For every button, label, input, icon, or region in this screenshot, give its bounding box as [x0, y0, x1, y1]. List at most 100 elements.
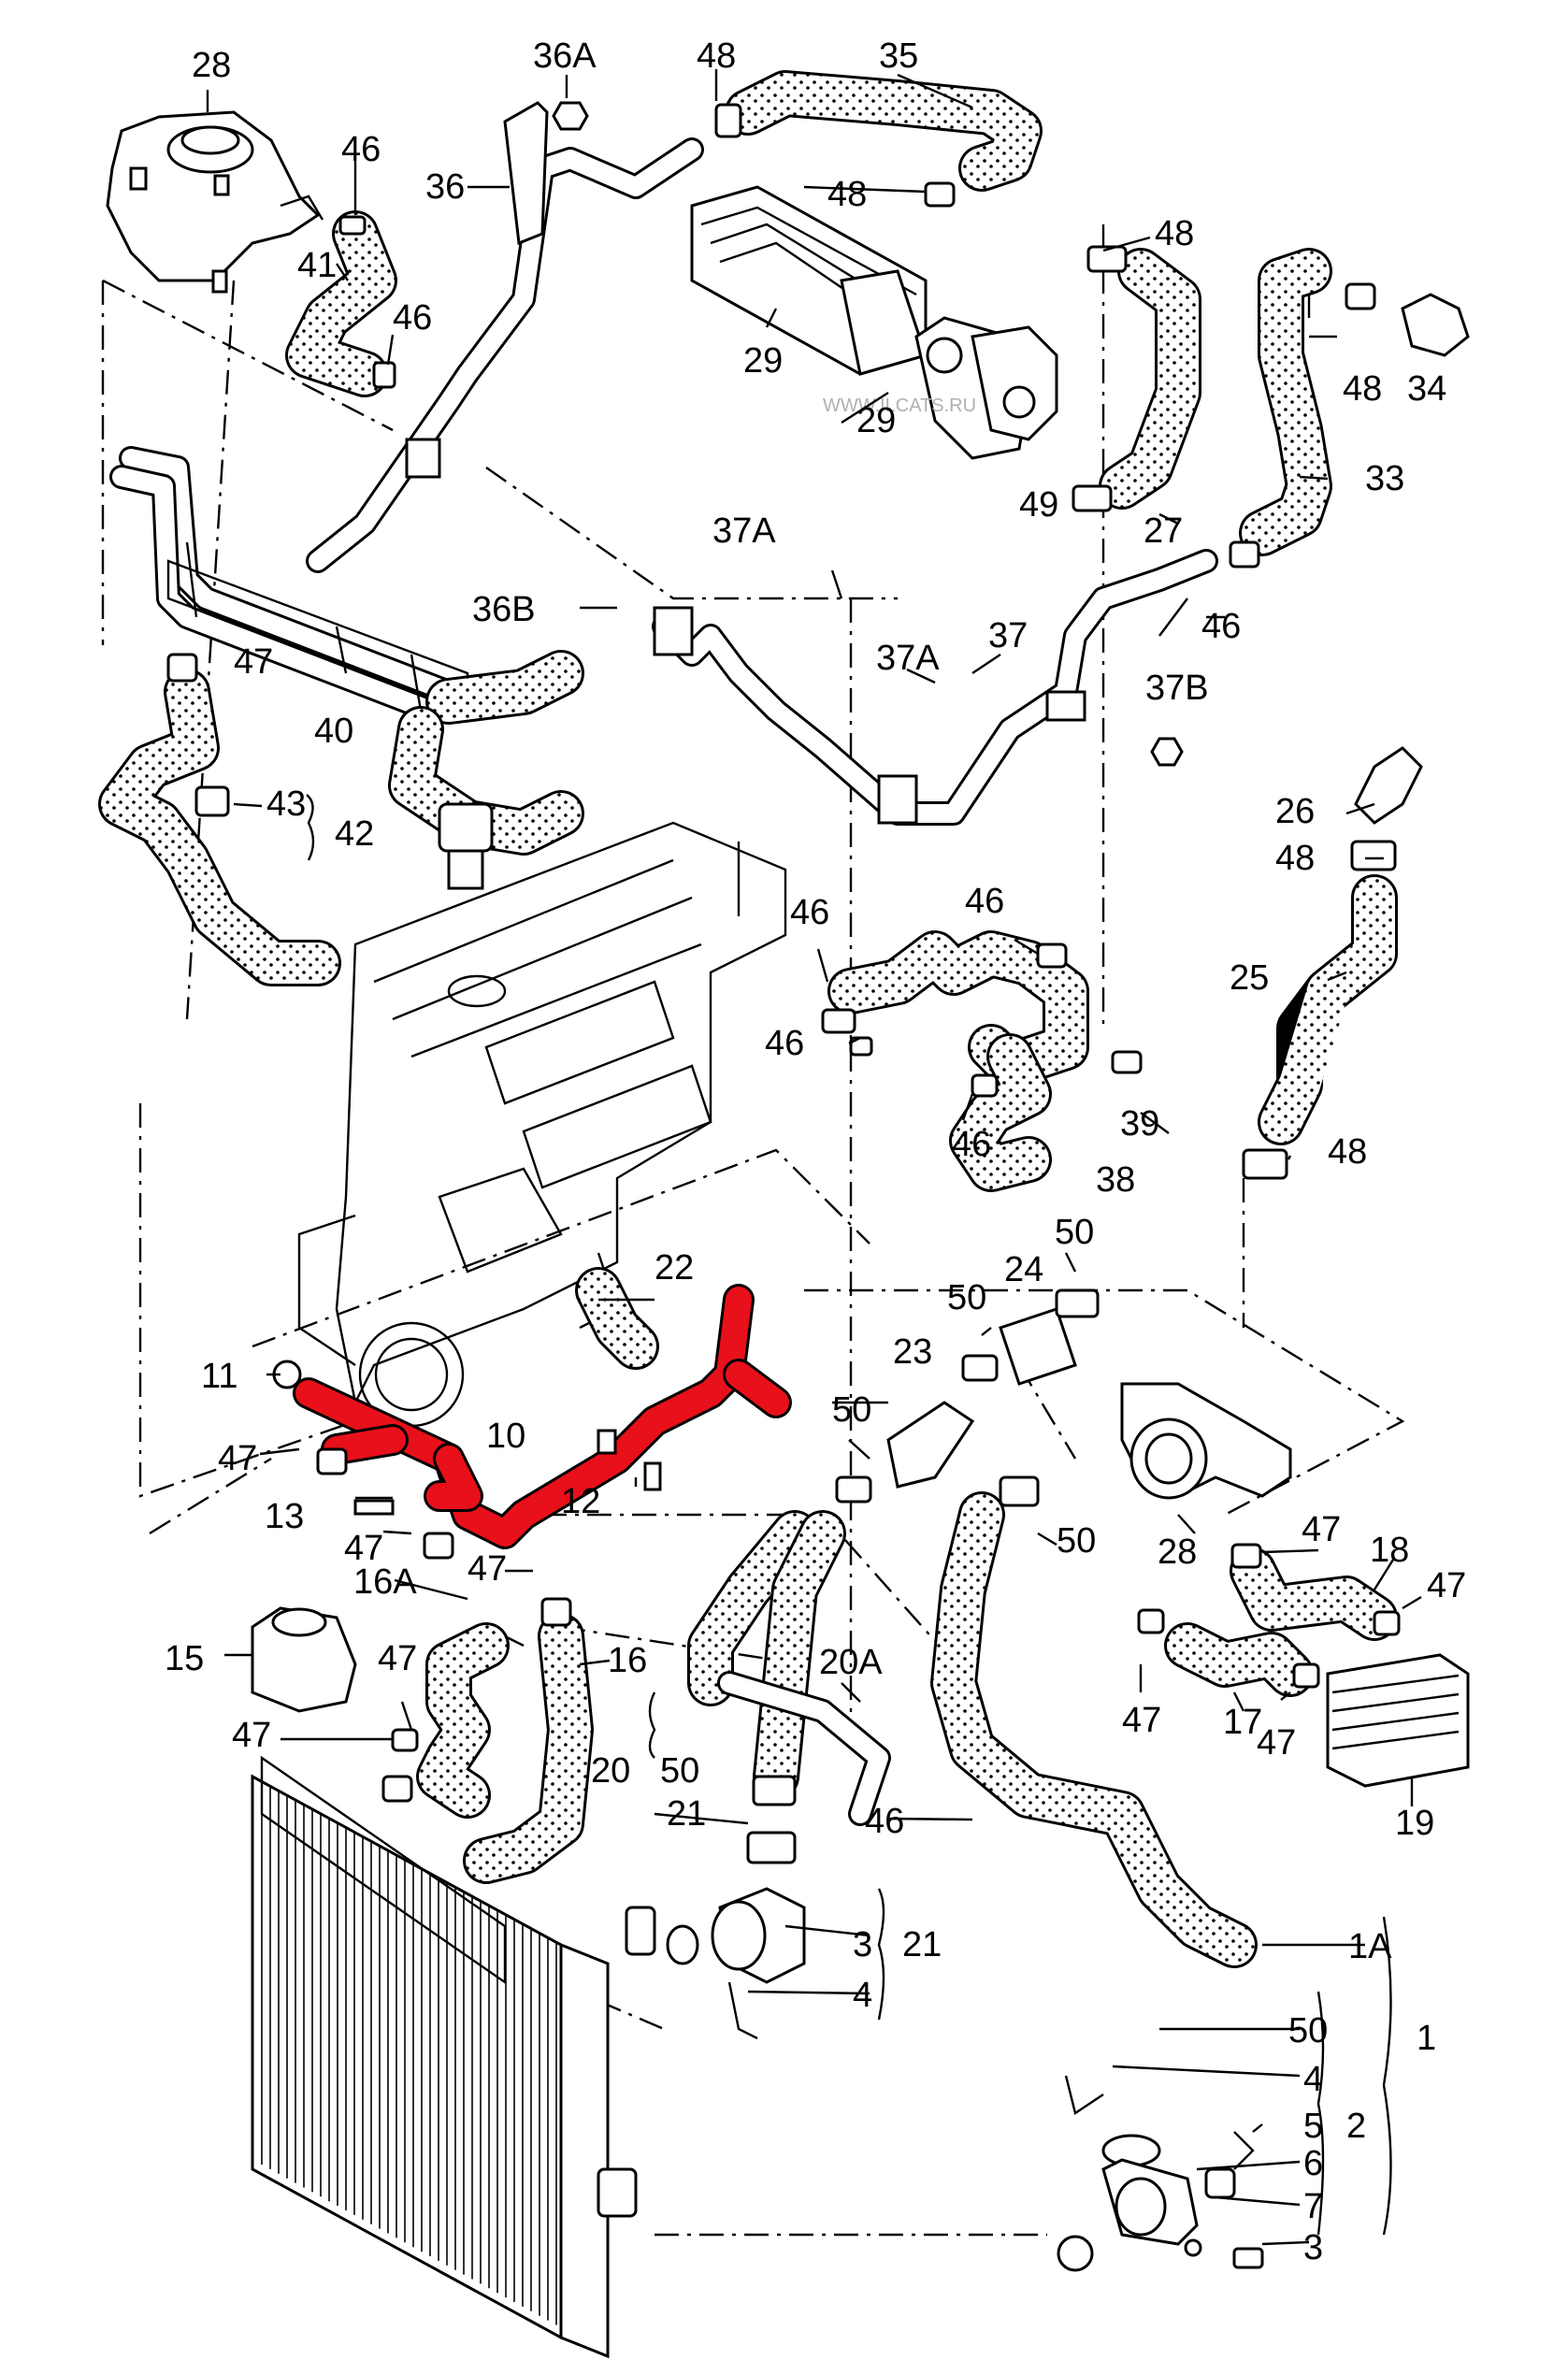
callout-48-c: 48	[1155, 214, 1194, 253]
callout-29-b: 29	[856, 401, 896, 440]
callout-24: 24	[1004, 1250, 1043, 1289]
callout-48-f: 48	[1328, 1132, 1367, 1172]
callout-41: 41	[297, 246, 337, 285]
callout-50-f: 50	[1288, 2011, 1328, 2051]
callout-20: 20	[591, 1751, 630, 1791]
hose-set-38	[821, 930, 1143, 1192]
engine-block	[297, 821, 787, 1428]
callout-42: 42	[335, 814, 374, 854]
callout-21-a: 21	[667, 1794, 706, 1834]
callout-46-a: 46	[341, 130, 381, 169]
thermostat-housing-28	[1120, 1382, 1292, 1500]
callout-22: 22	[655, 1248, 694, 1288]
clamp-48-lower	[1242, 1148, 1288, 1180]
callout-50-e: 50	[660, 1751, 699, 1791]
callout-19: 19	[1395, 1804, 1434, 1843]
callout-20A: 20A	[819, 1643, 883, 1682]
callout-48-d: 48	[1343, 369, 1382, 409]
callout-5: 5	[1303, 2107, 1323, 2146]
hose-16A	[316, 1447, 510, 1819]
callout-50-d: 50	[1057, 1521, 1096, 1561]
callout-37: 37	[988, 616, 1028, 655]
callout-36A-top: 36A	[533, 36, 597, 76]
egr-cooler-29: WWW.ILCATS.RU	[690, 185, 1058, 460]
hose-20	[687, 1510, 891, 1864]
callout-labels: 28 36A 48 35 46 36 48 41 46 48 29 29 48 …	[165, 36, 1466, 2267]
callout-11: 11	[201, 1357, 237, 1396]
nut-37B	[1150, 737, 1184, 767]
callout-6: 6	[1303, 2144, 1323, 2183]
callout-16A: 16A	[353, 1562, 417, 1602]
callout-43: 43	[266, 784, 306, 824]
valve-42	[438, 802, 494, 853]
callout-46-h: 46	[865, 1802, 904, 1841]
callout-47-a: 47	[234, 642, 273, 682]
hose-25	[1242, 746, 1423, 1180]
pipe-37	[652, 549, 1218, 826]
callout-47-c: 47	[344, 1529, 383, 1568]
callout-48-b: 48	[827, 175, 867, 214]
callout-27: 27	[1144, 511, 1183, 551]
pipe-36	[306, 101, 704, 573]
clamp-48-upper	[1350, 840, 1397, 871]
o-ring-3-upper	[666, 1924, 699, 1965]
bolt-13	[353, 1499, 395, 1516]
callout-47-d: 47	[1302, 1510, 1341, 1549]
hose-16	[463, 1597, 594, 1884]
hose-33	[1229, 248, 1470, 568]
cooler-40	[109, 446, 584, 890]
clamp-46-upper	[338, 215, 367, 236]
hose-24	[999, 1307, 1077, 1386]
callout-46-e: 46	[965, 882, 1004, 921]
callout-1: 1	[1417, 2019, 1436, 2058]
callout-36B: 36B	[472, 590, 536, 629]
callout-48-top: 48	[697, 36, 736, 76]
callout-47-f: 47	[468, 1549, 507, 1589]
callout-37A-b: 37A	[876, 639, 940, 678]
callout-13: 13	[265, 1497, 304, 1536]
callout-35: 35	[879, 36, 918, 76]
nut-36A	[552, 101, 589, 131]
callout-23: 23	[893, 1332, 932, 1372]
clamp-39	[1111, 1050, 1143, 1074]
callout-4-a: 4	[853, 1976, 872, 2015]
callout-37A-a: 37A	[712, 511, 776, 551]
hose-41	[285, 210, 397, 397]
callout-28-lower: 28	[1158, 1533, 1197, 1572]
callout-21-b: 21	[902, 1925, 942, 1964]
callout-46-d: 46	[790, 893, 829, 932]
hose-1A	[930, 1475, 1258, 1968]
callout-29-a: 29	[743, 341, 783, 381]
callout-36: 36	[425, 167, 465, 207]
callout-50-b: 50	[947, 1278, 986, 1317]
clip-4-upper	[727, 1981, 758, 2040]
callout-38: 38	[1096, 1160, 1135, 1200]
callout-48-e: 48	[1275, 839, 1315, 878]
callout-3-a: 3	[853, 1925, 872, 1964]
connector-26	[1354, 746, 1423, 825]
callout-47-i: 47	[1257, 1723, 1296, 1763]
callout-3-b: 3	[1303, 2228, 1323, 2267]
hose-17	[1137, 1608, 1320, 1697]
hose-42	[98, 653, 341, 986]
callout-47-e: 47	[1427, 1566, 1466, 1605]
hose-27	[1072, 245, 1201, 512]
watermark: WWW.ILCATS.RU	[823, 396, 976, 416]
callout-34: 34	[1407, 369, 1446, 409]
assembly-guide-lines	[101, 224, 1405, 2237]
leader-lines	[206, 69, 1422, 2246]
callout-28-top: 28	[192, 46, 231, 85]
callout-47-g: 47	[378, 1639, 417, 1678]
hose-35	[714, 70, 1043, 208]
callout-2: 2	[1346, 2107, 1366, 2146]
callout-25: 25	[1230, 958, 1269, 998]
o-ring-3-lower	[1057, 2235, 1094, 2272]
sender-7	[1232, 2247, 1264, 2269]
callout-37B: 37B	[1145, 669, 1209, 708]
callout-46-f: 46	[765, 1024, 804, 1063]
callout-33: 33	[1365, 459, 1404, 498]
clamp-46-lower	[372, 361, 396, 389]
callout-47-h: 47	[1122, 1701, 1161, 1740]
callout-16: 16	[608, 1641, 647, 1680]
